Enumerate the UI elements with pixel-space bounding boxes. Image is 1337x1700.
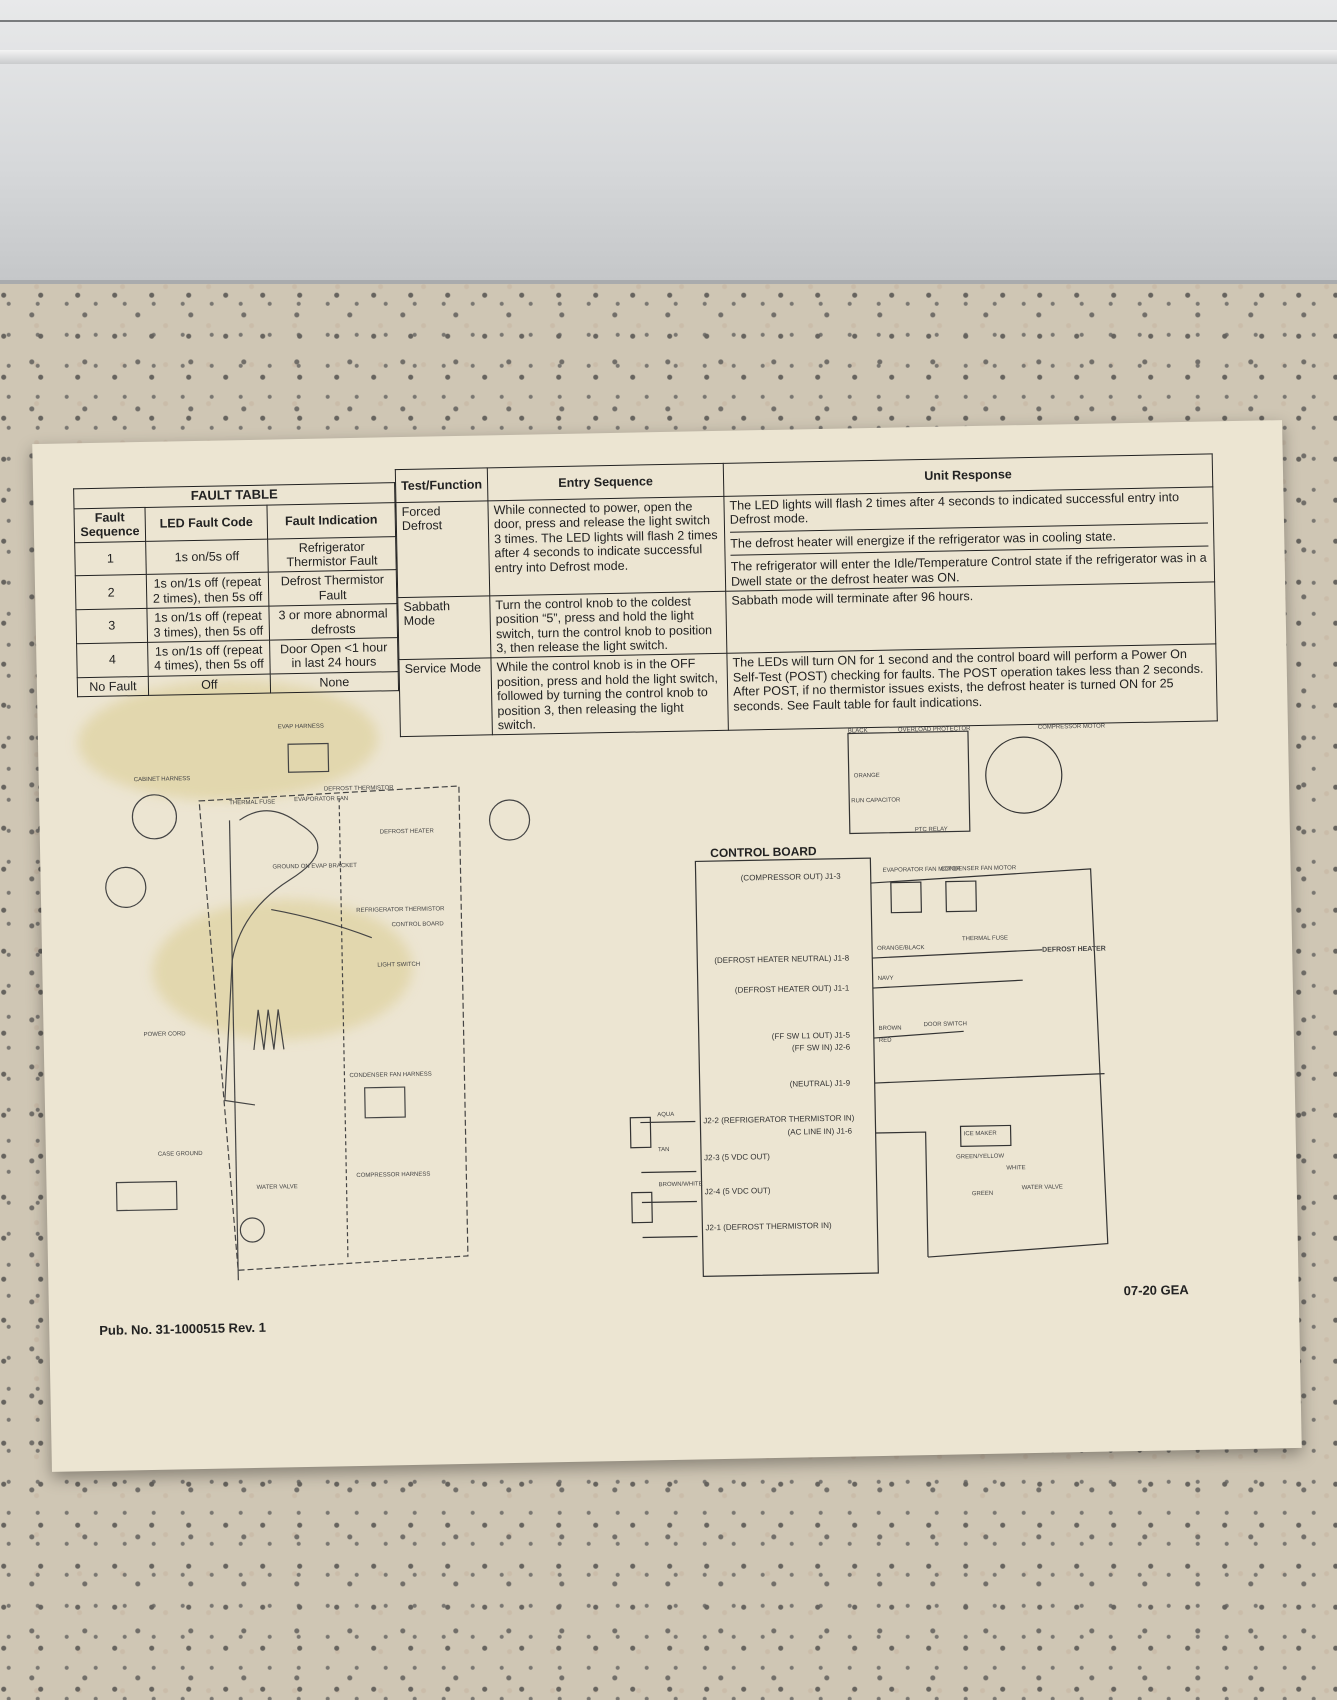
cabinet-harness-connector [131,794,178,840]
component-label: RUN CAPACITOR [851,797,901,805]
pin-label: (COMPRESSOR OUT) J1-3 [740,871,841,883]
compressor-motor-icon [985,736,1063,814]
fridge-seam [0,20,1337,22]
thermistor-wires [640,1120,698,1239]
wire-label: NAVY [877,975,894,982]
component-label: DEFROST HEATER [1042,945,1106,954]
wire-label: ORANGE/BLACK [877,945,925,952]
refrigerator-base [0,0,1337,284]
cabinet-harness-connector [488,799,531,841]
schematic-wire [870,868,1109,1258]
schematic-wire [872,979,1023,989]
compressor-relay-box [847,730,971,835]
fridge-kickplate-edge [0,50,1337,64]
ice-maker-box [959,1124,1012,1148]
wire-label: BROWN/WHITE [658,1181,703,1189]
layout-label: CASE GROUND [157,1150,203,1158]
component-layout-diagram [105,730,1109,1281]
schematic-wire [872,949,1043,959]
pin-label: (NEUTRAL) J1-9 [789,1078,851,1089]
wire-label: GREEN/YELLOW [956,1153,1005,1161]
condenser-coil [253,1009,285,1051]
layout-label: CONTROL BOARD [391,921,444,929]
cabinet-harness-connector [105,866,147,908]
evaporator-fan-icon [890,881,923,914]
layout-label: CABINET HARNESS [133,776,191,784]
layout-label: EVAPORATOR FAN [294,796,349,804]
wire-label: AQUA [657,1111,675,1119]
wiring-path [224,810,319,1106]
defrost-thermistor-icon [631,1191,653,1224]
layout-label: THERMAL FUSE [229,799,276,807]
schematic-wire [874,1073,1105,1084]
pin-label: J2-4 (5 VDC OUT) [704,1186,771,1197]
wire-label: BROWN [878,1025,902,1032]
component-label: ICE MAKER [963,1130,997,1138]
component-label: THERMAL FUSE [961,935,1009,943]
publication-date: 07-20 GEA [1123,1282,1189,1299]
cabinet-edge [228,820,239,1281]
component-label: PTC RELAY [914,826,948,834]
wire-label: TAN [657,1146,670,1154]
pin-label: (FF SW IN) J2-6 [791,1042,851,1053]
evap-harness-connector [287,742,330,773]
machine-harness-connector [115,1180,178,1212]
water-valve [239,1217,265,1243]
layout-label: DEFROST HEATER [379,828,434,836]
layout-label: POWER CORD [143,1031,186,1039]
condenser-fan-harness [364,1086,406,1119]
wiring-diagram-sheet: FAULT TABLE Fault Sequence LED Fault Cod… [32,420,1302,1472]
wire-label: GREEN [971,1190,994,1198]
control-board-box [694,857,879,1277]
wiring-path [271,909,372,939]
condenser-fan-icon [945,880,977,913]
layout-label: WATER VALVE [256,1184,298,1191]
pin-label: (FF SW L1 OUT) J1-5 [771,1030,851,1042]
publication-number: Pub. No. 31-1000515 Rev. 1 [99,1319,267,1338]
refrigerator-thermistor-icon [629,1116,652,1149]
layout-label: LIGHT SWITCH [377,961,421,969]
component-label: WATER VALVE [1021,1184,1063,1192]
layout-label: EVAP HARNESS [277,723,324,731]
control-board-title: CONTROL BOARD [710,844,817,861]
schematic-wire [875,1131,929,1258]
schematic-wire [873,1030,964,1039]
cabinet-outline [198,785,469,1271]
pin-label: J2-3 (5 VDC OUT) [703,1152,770,1163]
component-label: DOOR SWITCH [923,1021,967,1029]
wire-label: WHITE [1006,1165,1026,1172]
pin-label: (AC LINE IN) J1-6 [787,1126,853,1137]
component-label: COMPRESSOR MOTOR [1037,723,1106,731]
wire-label: RED [878,1037,892,1044]
wire-label: BLACK [847,728,868,735]
wire-label: ORANGE [853,772,880,780]
